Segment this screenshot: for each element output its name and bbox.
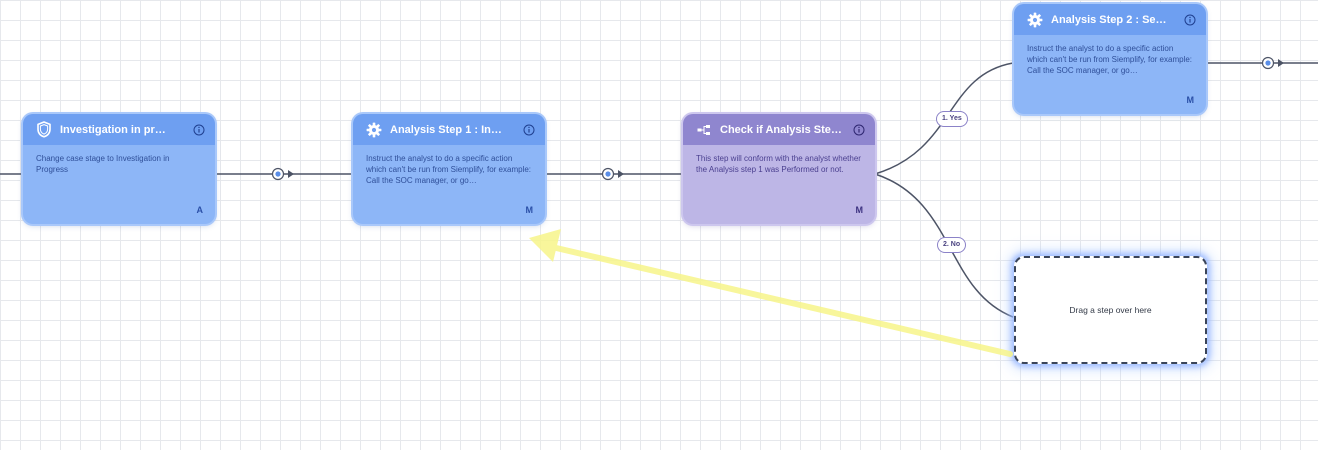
- branch-label-no[interactable]: 2. No: [937, 237, 967, 253]
- node-type-badge: M: [855, 205, 864, 215]
- node-description: This step will conform with the analyst …: [696, 154, 861, 174]
- node-header: Analysis Step 1 : In…: [353, 114, 545, 145]
- node-header: Investigation in pr…: [23, 114, 215, 145]
- shield-icon: [34, 120, 54, 140]
- info-icon[interactable]: [192, 123, 205, 136]
- node-title: Check if Analysis Ste…: [720, 123, 842, 136]
- branch-icon: [694, 120, 714, 140]
- node-title: Analysis Step 1 : In…: [390, 123, 502, 136]
- node-description: Change case stage to Investigation in Pr…: [36, 154, 170, 174]
- node-type-badge: A: [196, 205, 204, 215]
- gear-icon: [364, 120, 384, 140]
- node-title: Investigation in pr…: [60, 123, 166, 136]
- step-node-investigation[interactable]: Investigation in pr… Change case stage t…: [23, 114, 215, 224]
- node-title: Analysis Step 2 : Se…: [1051, 13, 1167, 26]
- node-description: Instruct the analyst to do a specific ac…: [1027, 44, 1192, 75]
- branch-label-yes[interactable]: 1. Yes: [936, 111, 968, 127]
- node-type-badge: M: [1186, 95, 1195, 105]
- node-description: Instruct the analyst to do a specific ac…: [366, 154, 531, 185]
- node-header: Check if Analysis Ste…: [683, 114, 875, 145]
- drop-zone-label: Drag a step over here: [1069, 305, 1152, 315]
- node-header: Analysis Step 2 : Se…: [1014, 4, 1206, 35]
- info-icon[interactable]: [852, 123, 865, 136]
- step-drop-zone[interactable]: Drag a step over here: [1014, 256, 1207, 364]
- gear-icon: [1025, 10, 1045, 30]
- info-icon[interactable]: [1183, 13, 1196, 26]
- add-step-connector[interactable]: [601, 167, 625, 181]
- info-icon[interactable]: [522, 123, 535, 136]
- step-node-analysis-step-1[interactable]: Analysis Step 1 : In… Instruct the analy…: [353, 114, 545, 224]
- add-step-connector[interactable]: [1261, 56, 1285, 70]
- condition-node-check-analysis-step[interactable]: Check if Analysis Ste… This step will co…: [683, 114, 875, 224]
- step-node-analysis-step-2[interactable]: Analysis Step 2 : Se… Instruct the analy…: [1014, 4, 1206, 114]
- add-step-connector[interactable]: [271, 167, 295, 181]
- node-type-badge: M: [525, 205, 534, 215]
